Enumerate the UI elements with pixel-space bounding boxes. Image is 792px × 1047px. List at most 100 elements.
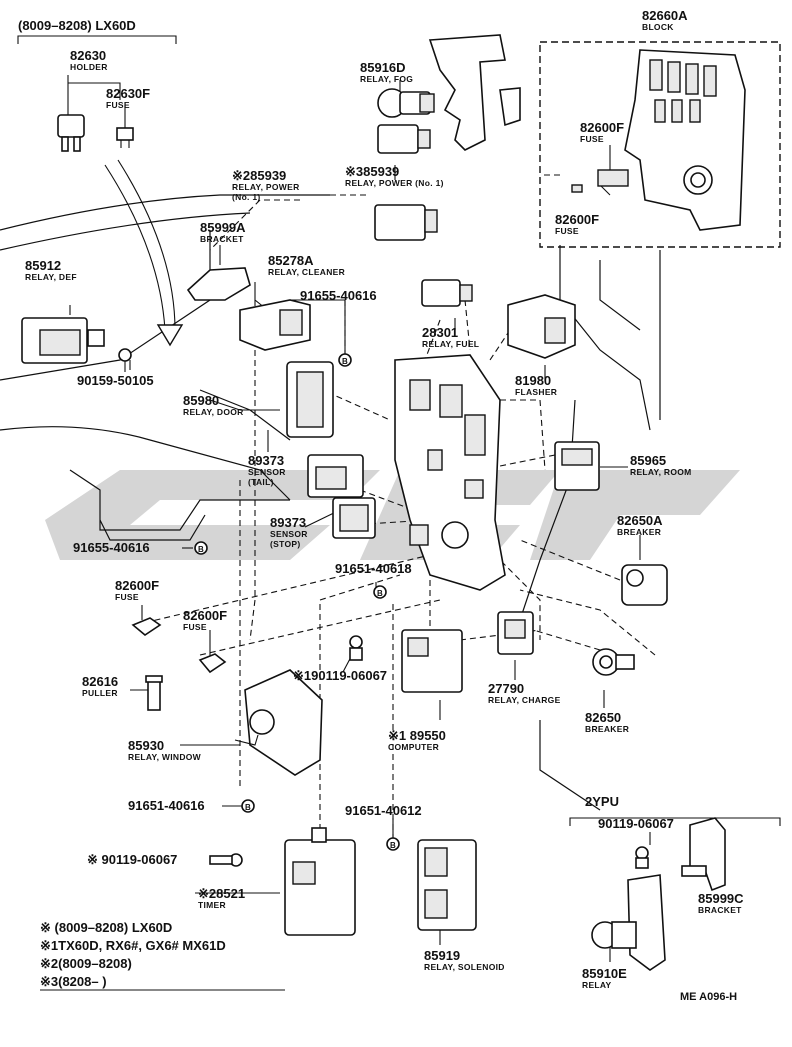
block-82660A-drawing bbox=[539, 41, 781, 248]
sensor-tail-drawing bbox=[307, 454, 364, 498]
breaker-82650-drawing bbox=[592, 648, 635, 676]
part-number: 90159-50105 bbox=[77, 373, 154, 388]
part-number: 85919 bbox=[424, 948, 460, 963]
part-description: RELAY, CHARGE bbox=[488, 695, 561, 705]
callout-b-2: B bbox=[194, 541, 208, 555]
part-number: 85912 bbox=[25, 258, 61, 273]
footnote-1: ※ (8009–8208) LX60D bbox=[40, 920, 172, 935]
bracket-85999C-drawing bbox=[681, 817, 726, 892]
part-label-p91651b: 91651-40616 bbox=[128, 798, 205, 813]
relay-room-drawing bbox=[554, 441, 600, 491]
relay-def-drawing bbox=[21, 317, 105, 364]
sensor-stop-drawing bbox=[332, 497, 376, 539]
part-description: SENSOR bbox=[248, 467, 286, 477]
part-number: ※ 90119-06067 bbox=[87, 852, 177, 867]
part-description: RELAY, CLEANER bbox=[268, 267, 345, 277]
part-number: 82600F bbox=[580, 120, 624, 135]
part-number: 2YPU bbox=[585, 794, 619, 809]
part-number: 82600F bbox=[555, 212, 599, 227]
part-number: 82650 bbox=[585, 710, 621, 725]
breaker-82650A-drawing bbox=[621, 564, 668, 606]
part-label-p91655a: 91655-40616 bbox=[300, 288, 377, 303]
part-description: SENSOR bbox=[270, 529, 308, 539]
part-description: BRACKET bbox=[200, 234, 244, 244]
part-number: ※190119-06067 bbox=[293, 668, 387, 683]
fuse-82600F-left-drawing bbox=[131, 617, 162, 636]
callout-b-5: B bbox=[386, 837, 400, 851]
part-description: HOLDER bbox=[70, 62, 108, 72]
part-description: FUSE bbox=[183, 622, 207, 632]
part-number: ※1 89550 bbox=[388, 728, 446, 743]
relay-solenoid-drawing bbox=[417, 839, 477, 931]
part-number: ※285939 bbox=[232, 168, 286, 183]
part-description: FLASHER bbox=[515, 387, 557, 397]
relay-85910E-drawing bbox=[591, 874, 666, 971]
part-number: 91651-40618 bbox=[335, 561, 412, 576]
part-number: 27790 bbox=[488, 681, 524, 696]
svg-text:B: B bbox=[198, 545, 204, 554]
part-number: 28301 bbox=[422, 325, 458, 340]
footnote-4: ※3(8208– ) bbox=[40, 974, 107, 989]
components bbox=[21, 34, 781, 971]
part-number: 91655-40616 bbox=[300, 288, 377, 303]
part-label-p91651c: 91651-40612 bbox=[345, 803, 422, 818]
part-number: 85930 bbox=[128, 738, 164, 753]
part-number: 85910E bbox=[582, 966, 627, 981]
part-number: 91655-40616 bbox=[73, 540, 150, 555]
part-description: RELAY, DOOR bbox=[183, 407, 244, 417]
part-label-p91655b: 91655-40616 bbox=[73, 540, 150, 555]
part-description-2: (STOP) bbox=[270, 539, 300, 549]
part-number: 82650A bbox=[617, 513, 663, 528]
relay-window-drawing bbox=[234, 669, 323, 776]
part-description: BREAKER bbox=[617, 527, 661, 537]
part-label-p2YPU: 2YPU bbox=[585, 794, 619, 809]
part-number: 85965 bbox=[630, 453, 666, 468]
junction-block-drawing bbox=[394, 354, 506, 591]
flasher-drawing bbox=[507, 294, 576, 359]
bracket-85999A-drawing bbox=[186, 267, 251, 301]
part-number: 81980 bbox=[515, 373, 551, 388]
part-description: RELAY bbox=[582, 980, 612, 990]
puller-drawing bbox=[145, 675, 163, 711]
part-number: 91651-40616 bbox=[128, 798, 205, 813]
callout-b-4: B bbox=[241, 799, 255, 813]
part-number: 82616 bbox=[82, 674, 118, 689]
part-description: PULLER bbox=[82, 688, 118, 698]
part-label-p90119a: ※190119-06067 bbox=[293, 668, 387, 683]
part-description-2: (TAIL) bbox=[248, 477, 274, 487]
relay-power-2-drawing bbox=[374, 204, 438, 241]
part-description: BREAKER bbox=[585, 724, 629, 734]
part-description: BLOCK bbox=[642, 22, 674, 32]
holder-82630-drawing bbox=[57, 114, 85, 152]
part-number: 89373 bbox=[248, 453, 284, 468]
timer-drawing bbox=[284, 827, 356, 936]
svg-text:B: B bbox=[245, 803, 251, 812]
screw-90159-drawing bbox=[118, 348, 132, 372]
part-number: 85916D bbox=[360, 60, 406, 75]
part-label-p90119b: 90119-06067 bbox=[598, 816, 674, 831]
part-number: 82630 bbox=[70, 48, 106, 63]
part-description: TIMER bbox=[198, 900, 226, 910]
relay-door-drawing bbox=[286, 361, 334, 438]
part-description: BRACKET bbox=[698, 905, 742, 915]
part-description: FUSE bbox=[106, 100, 130, 110]
screw-90119-drawing bbox=[349, 635, 363, 661]
screw-2YPU-drawing bbox=[635, 846, 649, 869]
part-number: ※28521 bbox=[198, 886, 245, 901]
part-number: 85980 bbox=[183, 393, 219, 408]
